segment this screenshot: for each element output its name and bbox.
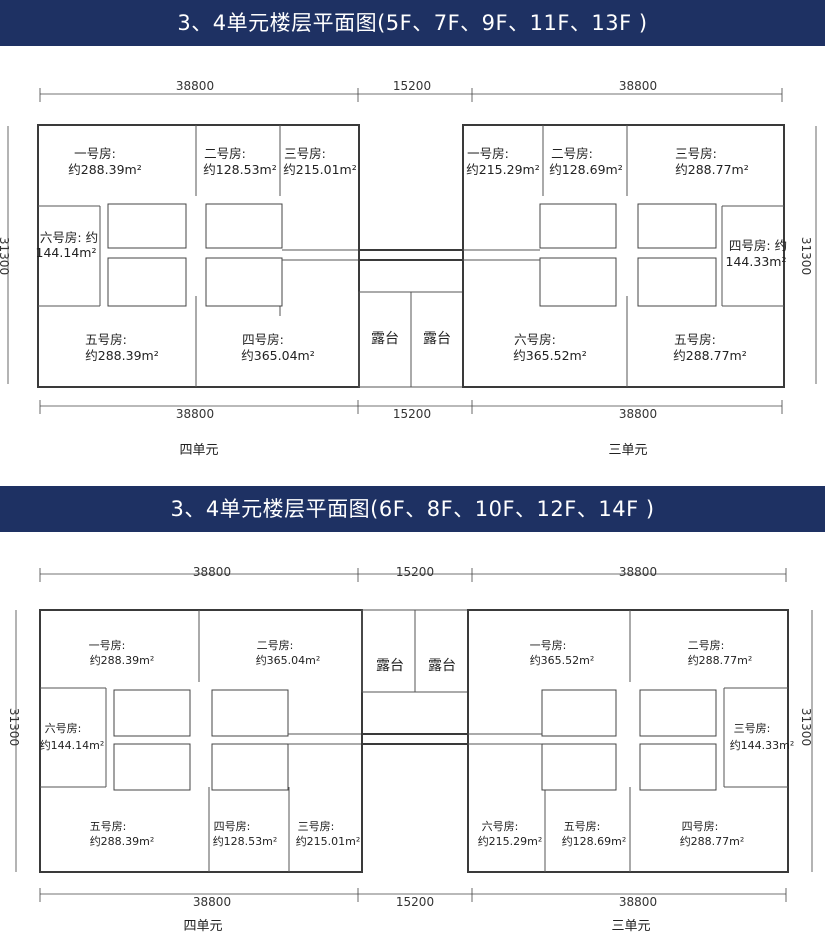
room-name: 二号房: <box>257 639 294 652</box>
room-area: 约128.69m² <box>549 162 622 177</box>
room-area: 约215.01m² <box>283 162 356 177</box>
dimension-top: 38800 15200 38800 <box>39 79 783 102</box>
room-name: 四号房: <box>242 332 284 347</box>
room-area: 约128.53m² <box>213 835 278 848</box>
room-area: 约215.29m² <box>466 162 539 177</box>
floor-plan-top: 38800 15200 38800 31300 31300 露台 露台 <box>0 79 817 458</box>
room-area: 约144.14m² <box>40 739 105 752</box>
dim-height-right: 31300 <box>799 237 813 275</box>
dim-height-left: 31300 <box>7 708 21 746</box>
dim-right: 38800 <box>619 565 657 579</box>
dimension-top: 38800 15200 38800 <box>39 565 787 582</box>
dim-mid: 15200 <box>396 565 434 579</box>
room-name: 五号房: <box>564 820 601 833</box>
plan-title-top: 3、4单元楼层平面图(5F、7F、9F、11F、13F ) <box>0 0 825 46</box>
dim-right: 38800 <box>619 407 657 421</box>
room-name: 三号房: <box>284 146 326 161</box>
room-name: 一号房: <box>89 639 126 652</box>
dim-left: 38800 <box>176 407 214 421</box>
floor-plan-bottom: 38800 15200 38800 31300 31300 露台 露台 <box>7 565 813 934</box>
building-left <box>39 609 363 873</box>
room-area: 约288.77m² <box>688 654 753 667</box>
room-area: 约365.04m² <box>256 654 321 667</box>
room-area: 约128.69m² <box>562 835 627 848</box>
room-area: 约365.52m² <box>513 348 586 363</box>
dim-left: 38800 <box>176 79 214 93</box>
room-area: 约288.77m² <box>675 162 748 177</box>
room-name: 四号房: <box>682 820 719 833</box>
building-right <box>462 124 785 388</box>
room-area: 约365.04m² <box>241 348 314 363</box>
room-name: 二号房: <box>551 146 593 161</box>
room-name: 四号房: 约 <box>729 238 787 253</box>
room-area: 约288.77m² <box>673 348 746 363</box>
connector-top: 露台 露台 <box>358 249 464 388</box>
dimension-bottom: 38800 15200 38800 <box>39 888 787 909</box>
room-area: 144.14m² <box>36 245 97 260</box>
building-right <box>467 609 789 873</box>
dim-height-right: 31300 <box>799 708 813 746</box>
room-name: 五号房: <box>90 820 127 833</box>
dim-height-left: 31300 <box>0 237 11 275</box>
dim-mid: 15200 <box>396 895 434 909</box>
room-name: 五号房: <box>674 332 716 347</box>
room-area: 约144.33m² <box>730 739 795 752</box>
room-name: 一号房: <box>74 146 116 161</box>
unit-label: 三单元 <box>611 919 650 934</box>
terrace-label: 露台 <box>428 658 456 674</box>
room-name: 二号房: <box>204 146 246 161</box>
room-name: 六号房: <box>45 722 82 735</box>
dim-right: 38800 <box>619 79 657 93</box>
room-name: 三号房: <box>298 820 335 833</box>
room-name: 五号房: <box>85 332 127 347</box>
plan-title-bottom: 3、4单元楼层平面图(6F、8F、10F、12F、14F ) <box>0 486 825 532</box>
room-name: 三号房: <box>734 722 771 735</box>
dim-mid: 15200 <box>393 407 431 421</box>
room-area: 约288.39m² <box>90 654 155 667</box>
unit-label: 四单元 <box>183 919 222 934</box>
unit-label: 四单元 <box>179 443 218 458</box>
room-area: 约365.52m² <box>530 654 595 667</box>
room-name: 六号房: <box>482 820 519 833</box>
room-name: 一号房: <box>530 639 567 652</box>
dimension-bottom: 38800 15200 38800 <box>39 400 783 421</box>
connector-bottom: 露台 露台 <box>361 609 469 745</box>
room-name: 四号房: <box>214 820 251 833</box>
room-name: 六号房: 约 <box>40 230 98 245</box>
room-area: 约288.39m² <box>68 162 141 177</box>
unit-label: 三单元 <box>608 443 647 458</box>
terrace-label: 露台 <box>376 658 404 674</box>
room-area: 约128.53m² <box>203 162 276 177</box>
room-name: 六号房: <box>514 332 556 347</box>
terrace-label: 露台 <box>423 331 451 347</box>
dim-right: 38800 <box>619 895 657 909</box>
room-area: 约215.01m² <box>296 835 361 848</box>
room-area: 约215.29m² <box>478 835 543 848</box>
dim-left: 38800 <box>193 565 231 579</box>
room-name: 一号房: <box>467 146 509 161</box>
building-left <box>37 124 360 388</box>
dim-mid: 15200 <box>393 79 431 93</box>
room-name: 二号房: <box>688 639 725 652</box>
room-area: 约288.39m² <box>90 835 155 848</box>
room-area: 144.33m² <box>726 254 787 269</box>
room-area: 约288.77m² <box>680 835 745 848</box>
room-name: 三号房: <box>675 146 717 161</box>
dim-left: 38800 <box>193 895 231 909</box>
terrace-label: 露台 <box>371 331 399 347</box>
room-area: 约288.39m² <box>85 348 158 363</box>
